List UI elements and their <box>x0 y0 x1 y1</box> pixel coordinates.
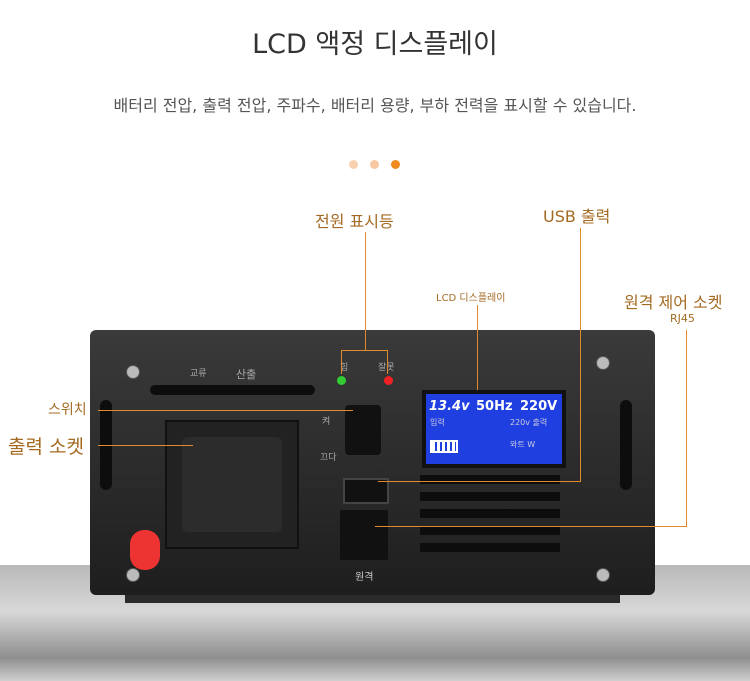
callout-line <box>686 330 687 526</box>
callout-line <box>375 526 687 527</box>
vent-grille <box>420 475 560 560</box>
lcd-output-label: 220v 출력 <box>510 418 548 427</box>
callout-line <box>477 305 478 390</box>
page-title: LCD 액정 디스플레이 <box>252 29 498 60</box>
callout-line <box>580 228 581 481</box>
ac-label: 교류 <box>190 369 207 379</box>
vent-slot <box>150 385 315 395</box>
power-led-label: 힘 <box>340 363 349 373</box>
carousel-dot-1[interactable] <box>349 160 358 169</box>
ac-output-socket <box>165 420 299 549</box>
callout-output-socket: 출력 소켓 <box>8 436 84 458</box>
callout-line <box>365 232 366 350</box>
callout-remote-socket-sub: RJ45 <box>670 312 695 325</box>
screw <box>126 365 140 379</box>
usb-port[interactable] <box>343 478 389 504</box>
vent-slot <box>620 400 632 490</box>
screw <box>596 356 610 370</box>
remote-label: 원격 <box>355 572 374 583</box>
callout-line <box>98 445 193 446</box>
screw <box>126 568 140 582</box>
fault-led-label: 잘못 <box>378 360 395 373</box>
output-label: 산출 <box>236 368 257 381</box>
power-switch[interactable] <box>345 405 381 455</box>
off-label: 끄다 <box>320 453 337 463</box>
lcd-screen: 13.4v 50Hz 220V 220v 출력 입력 와트 W <box>422 390 566 468</box>
callout-line <box>387 350 388 374</box>
callout-line <box>98 410 353 411</box>
lcd-output-voltage: 220V <box>520 399 558 414</box>
screw <box>596 568 610 582</box>
carousel-dot-3-active[interactable] <box>391 160 400 169</box>
lcd-input-label: 입력 <box>430 418 445 427</box>
callout-power-indicator: 전원 표시등 <box>315 212 394 231</box>
lcd-frequency: 50Hz <box>476 399 513 414</box>
callout-line <box>341 350 342 374</box>
ground-terminal <box>130 530 160 570</box>
callout-line <box>341 350 388 351</box>
callout-lcd-display: LCD 디스플레이 <box>436 293 506 304</box>
lcd-load: 와트 W <box>510 440 536 449</box>
carousel-dot-2[interactable] <box>370 160 379 169</box>
page-subtitle: 배터리 전압, 출력 전압, 주파수, 배터리 용량, 부하 전력을 표시할 수… <box>113 96 637 115</box>
lcd-battery-icon <box>430 440 458 453</box>
rj45-port[interactable] <box>340 510 388 560</box>
callout-usb-output: USB 출력 <box>543 207 611 226</box>
lcd-battery-voltage: 13.4v <box>429 399 470 414</box>
fault-led <box>384 376 393 385</box>
callout-remote-socket: 원격 제어 소켓 <box>624 293 723 312</box>
callout-switch: 스위치 <box>48 402 87 418</box>
on-label: 켜 <box>322 417 331 427</box>
power-led <box>337 376 346 385</box>
callout-line <box>378 481 581 482</box>
